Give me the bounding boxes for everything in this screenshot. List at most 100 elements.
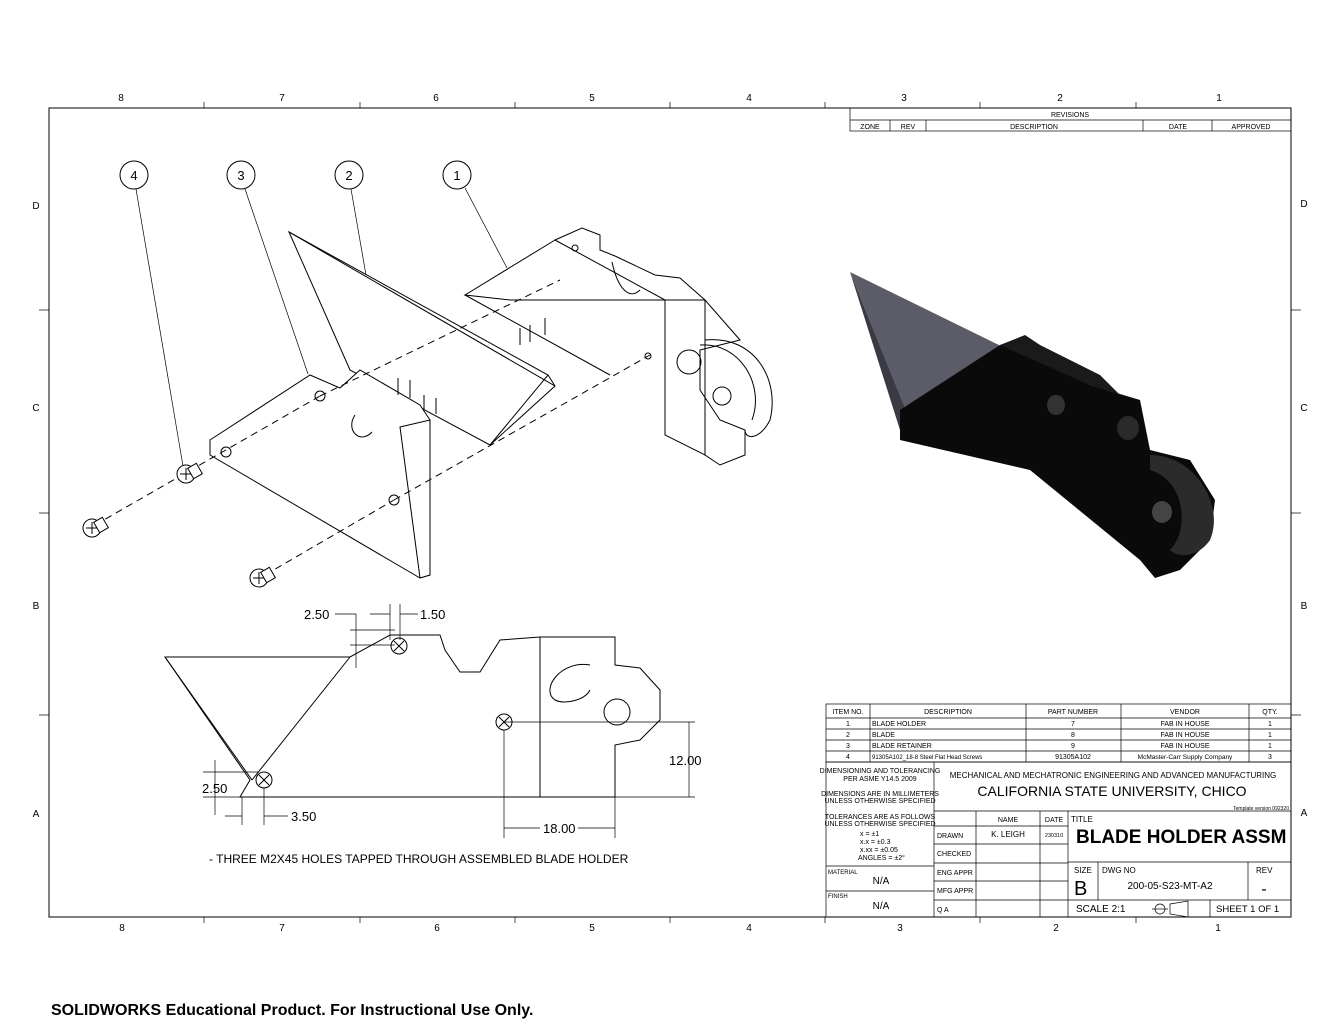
bom-header: QTY. [1262, 709, 1277, 716]
screw [82, 516, 110, 538]
svg-text:1: 1 [846, 721, 850, 728]
educational-watermark: SOLIDWORKS Educational Product. For Inst… [51, 1002, 534, 1019]
zone-col-label: 5 [589, 923, 595, 934]
balloon-3: 3 [226, 160, 309, 375]
svg-text:BLADE: BLADE [872, 732, 895, 739]
bom-header: ITEM NO. [832, 709, 863, 716]
tolerance-label: TOLERANCES ARE AS FOLLOWS [825, 814, 936, 821]
screw [176, 462, 204, 484]
svg-text:1: 1 [1268, 721, 1272, 728]
zone-row-label: A [1301, 808, 1308, 819]
zone-labels-rows: D C B A D C B A [32, 199, 1307, 820]
part-blade [287, 230, 556, 446]
dwg-no-value: 200-05-S23-MT-A2 [1127, 881, 1212, 892]
dim-tol-label: DIMENSIONING AND TOLERANCING [820, 768, 941, 775]
zone-col-label: 7 [279, 93, 285, 104]
part-blade-retainer [209, 318, 546, 579]
zone-labels-top: 8 7 6 5 4 3 2 1 [118, 93, 1222, 104]
svg-text:7: 7 [1071, 721, 1075, 728]
qa-label: Q A [937, 907, 949, 914]
bom-row: 2 BLADE 8 FAB IN HOUSE 1 [846, 732, 1272, 739]
svg-text:2.50: 2.50 [202, 781, 227, 796]
zone-col-label: 6 [434, 923, 440, 934]
size-label: SIZE [1074, 866, 1092, 875]
svg-text:FAB IN HOUSE: FAB IN HOUSE [1160, 721, 1209, 728]
svg-text:91305A102: 91305A102 [1055, 754, 1091, 761]
svg-text:3.50: 3.50 [291, 809, 316, 824]
svg-text:3: 3 [237, 168, 244, 183]
svg-text:FAB IN HOUSE: FAB IN HOUSE [1160, 743, 1209, 750]
bom-row: 3 BLADE RETAINER 9 FAB IN HOUSE 1 [846, 743, 1272, 750]
dimension-2.50-bottom: 2.50 [202, 760, 258, 815]
zone-col-label: 4 [746, 923, 752, 934]
bom-header: PART NUMBER [1048, 709, 1098, 716]
svg-text:3: 3 [846, 743, 850, 750]
zone-ticks [39, 102, 1301, 923]
svg-text:8: 8 [1071, 732, 1075, 739]
revisions-header: DATE [1169, 124, 1187, 131]
balloon-2: 2 [334, 160, 367, 276]
tolerance-x: x = ±1 [860, 831, 879, 838]
dimension-12.00: 12.00 [669, 722, 702, 797]
dimension-2.50-top: 2.50 [304, 607, 395, 668]
svg-text:1: 1 [453, 168, 460, 183]
balloon-1: 1 [442, 160, 508, 269]
bom-header: DESCRIPTION [924, 709, 972, 716]
revisions-header: ZONE [860, 124, 880, 131]
template-version: Template version 092320 [1233, 806, 1289, 812]
zone-row-label: D [1300, 199, 1307, 210]
svg-text:McMaster-Carr Supply Company: McMaster-Carr Supply Company [1138, 754, 1233, 761]
zone-row-label: B [33, 601, 40, 612]
zone-col-label: 8 [118, 93, 124, 104]
scale-value: SCALE 2:1 [1076, 904, 1126, 915]
balloon-4: 4 [119, 160, 184, 467]
dwg-no-label: DWG NO [1102, 866, 1136, 875]
projection-symbol-icon [1152, 900, 1189, 918]
screw-axis-line [319, 279, 561, 397]
zone-row-label: B [1301, 601, 1308, 612]
sheet-number: SHEET 1 OF 1 [1216, 904, 1279, 915]
eng-appr-label: ENG APPR [937, 870, 973, 877]
drawn-label: DRAWN [937, 833, 963, 840]
zone-col-label: 3 [897, 923, 903, 934]
zone-row-label: C [32, 403, 39, 414]
svg-text:4: 4 [846, 754, 850, 761]
bom-header: VENDOR [1170, 709, 1200, 716]
dimension-3.50: 3.50 [225, 788, 316, 825]
finish-label: FINISH [828, 894, 848, 900]
zone-col-label: 3 [901, 93, 907, 104]
zone-col-label: 4 [746, 93, 752, 104]
rev-label: REV [1256, 866, 1273, 875]
drawn-name: K. LEIGH [991, 830, 1025, 839]
revisions-header: DESCRIPTION [1010, 124, 1058, 131]
svg-text:91305A102_18-8 Steel Flat Head: 91305A102_18-8 Steel Flat Head Screws [872, 755, 982, 761]
svg-text:2: 2 [846, 732, 850, 739]
svg-text:1: 1 [1268, 732, 1272, 739]
screw-axis-line [94, 395, 321, 526]
svg-text:BLADE HOLDER: BLADE HOLDER [872, 721, 926, 728]
finish-value: N/A [873, 901, 890, 912]
size-value: B [1074, 878, 1087, 900]
revisions-table: REVISIONS ZONE REV DESCRIPTION DATE APPR… [849, 107, 1292, 132]
svg-text:BLADE RETAINER: BLADE RETAINER [872, 743, 932, 750]
zone-labels-bottom: 8 7 6 5 4 3 2 1 [119, 923, 1221, 934]
date-column-label: DATE [1045, 817, 1063, 824]
zone-col-label: 2 [1053, 923, 1059, 934]
shaded-isometric-view [850, 272, 1215, 578]
svg-text:1.50: 1.50 [420, 607, 445, 622]
revisions-title: REVISIONS [1051, 112, 1089, 119]
part-blade-holder [463, 227, 773, 466]
exploded-isometric-view: 4 3 2 1 [82, 160, 773, 588]
svg-text:2: 2 [345, 168, 352, 183]
svg-text:1: 1 [1268, 743, 1272, 750]
zone-row-label: C [1300, 403, 1307, 414]
zone-col-label: 1 [1216, 93, 1222, 104]
svg-text:3: 3 [1268, 754, 1272, 761]
department-name: MECHANICAL AND MECHATRONIC ENGINEERING A… [950, 771, 1277, 780]
screw-axis-line [264, 499, 395, 576]
dims-units-label: DIMENSIONS ARE IN MILLIMETERS [821, 791, 939, 798]
svg-text:2.50: 2.50 [304, 607, 329, 622]
title-block: DIMENSIONING AND TOLERANCING PER ASME Y1… [820, 761, 1292, 918]
tolerance-label: UNLESS OTHERWISE SPECIFIED [824, 821, 935, 828]
